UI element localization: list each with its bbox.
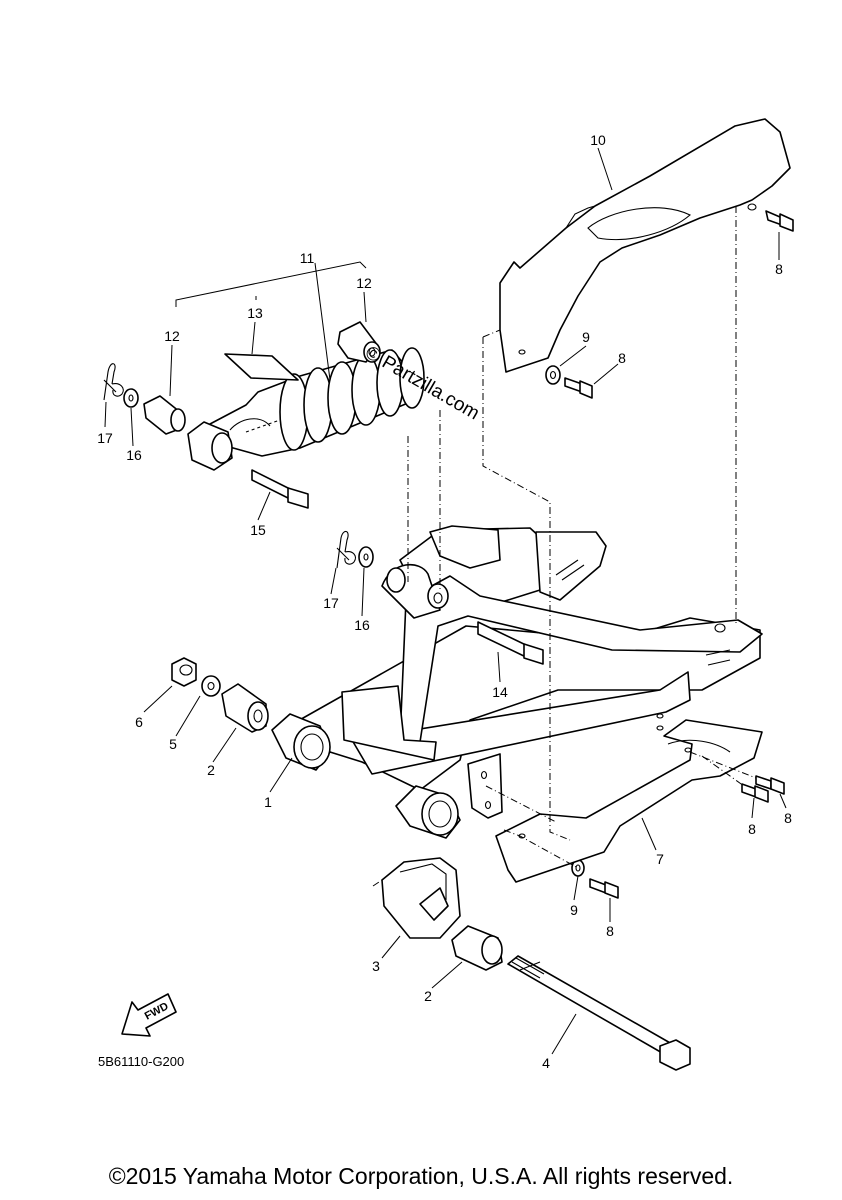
copyright-notice: ©2015 Yamaha Motor Corporation, U.S.A. A… [108, 1163, 734, 1189]
washer-part-16-upper [123, 388, 139, 408]
collar-part-2-lower [451, 925, 503, 971]
callout-8-chain-guard: 8 [618, 350, 626, 366]
callout-5: 5 [169, 736, 177, 752]
bolt-part-8-lower [589, 878, 619, 899]
rear-arm-swingarm [295, 525, 763, 819]
collar-part-2-upper [221, 683, 269, 733]
fwd-arrow-icon: FWD [121, 993, 177, 1037]
bushing-part-1 [271, 713, 331, 771]
drawing-code: 5B61110-G200 [98, 1054, 184, 1069]
cotter-pin-part-17-lower [336, 530, 356, 569]
callout-labels: 10 11 12 12 13 8 9 8 17 16 15 17 16 14 6… [97, 132, 792, 1071]
callout-12-lower: 12 [164, 328, 180, 344]
callout-14: 14 [492, 684, 508, 700]
callout-8-lower: 8 [606, 923, 614, 939]
bolt-part-8-bracket-a [755, 775, 785, 795]
washer-part-16-lower [358, 546, 374, 568]
callout-15: 15 [250, 522, 266, 538]
group-bracket-lines [175, 261, 367, 307]
nut-part-6 [171, 657, 197, 687]
rubber-block-part-3 [381, 857, 461, 939]
callout-17-lower: 17 [323, 595, 339, 611]
callout-16-lower: 16 [354, 617, 370, 633]
callout-11: 11 [300, 250, 315, 266]
callout-leaders [104, 147, 787, 1055]
collar-part-12-upper [337, 321, 381, 363]
callout-16-upper: 16 [126, 447, 142, 463]
rear-shock-absorber-part-11 [209, 347, 425, 457]
callout-4: 4 [542, 1055, 550, 1071]
bolt-part-8-chain-guard [564, 377, 593, 399]
washer-part-9-upper [545, 365, 561, 385]
cotter-pin-part-17-upper [103, 363, 124, 401]
callout-1: 1 [264, 794, 272, 810]
callout-2-upper: 2 [207, 762, 215, 778]
callout-17-upper: 17 [97, 430, 113, 446]
callout-8-bracket-b: 8 [748, 821, 756, 837]
chain-guard-part-10 [499, 118, 791, 373]
bolt-part-8-bracket-b [741, 783, 769, 803]
callout-8-upper-right: 8 [775, 261, 783, 277]
callout-13: 13 [247, 305, 263, 321]
washer-part-5 [201, 675, 221, 697]
collar-part-12-lower [143, 395, 186, 435]
callout-9-upper: 9 [582, 329, 590, 345]
callout-6: 6 [135, 714, 143, 730]
callout-12-upper: 12 [356, 275, 372, 291]
callout-3: 3 [372, 958, 380, 974]
shock-bushing [187, 421, 233, 471]
bolt-part-14 [477, 621, 544, 665]
pivot-shaft-part-4 [507, 955, 691, 1071]
bracket-part-7 [495, 719, 763, 883]
callout-2-lower: 2 [424, 988, 432, 1004]
swingarm-pivot-bushing [395, 785, 461, 839]
alignment-lines [372, 206, 757, 887]
bolt-part-8-upper-right [765, 210, 794, 232]
callout-10: 10 [590, 132, 606, 148]
bolt-part-15 [251, 469, 309, 509]
callout-7: 7 [656, 851, 664, 867]
callout-9-lower: 9 [570, 902, 578, 918]
callout-8-bracket-a: 8 [784, 810, 792, 826]
label-part-13 [224, 353, 299, 381]
